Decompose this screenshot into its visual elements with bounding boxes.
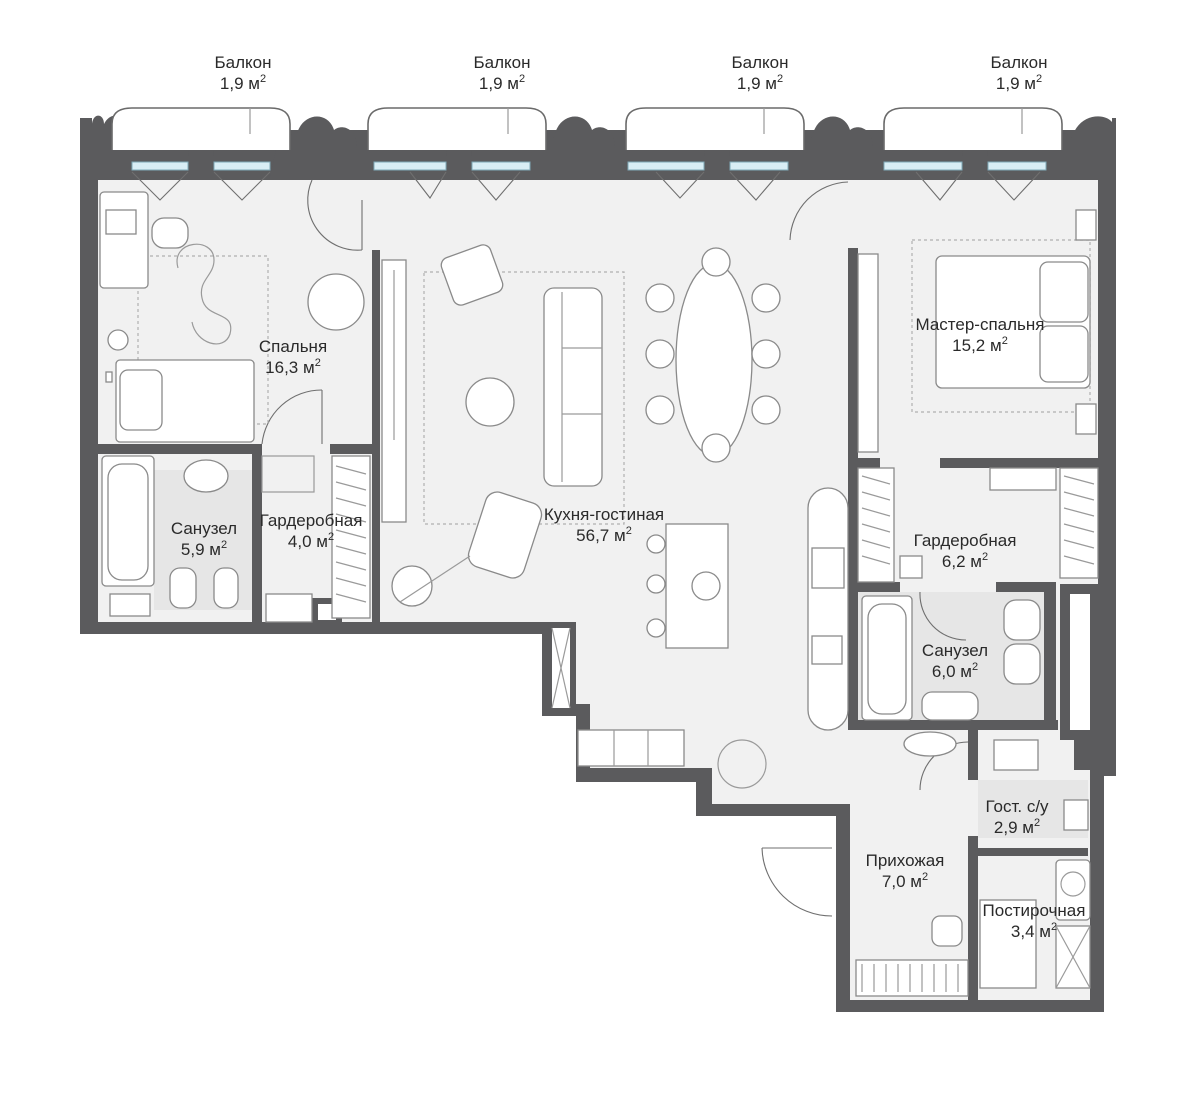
bedroom-furniture <box>99 191 365 443</box>
room-label-bathroom-left: Санузел 5,9 м2 <box>170 519 238 559</box>
room-label-laundry: Постирочная 3,4 м2 <box>982 901 1086 941</box>
room-label-master-bedroom: Мастер-спальня 15,2 м2 <box>915 315 1045 355</box>
guest-wc-and-laundry <box>979 739 1091 989</box>
doors <box>131 171 1041 917</box>
right-bathroom-fixtures <box>861 595 1041 757</box>
right-wardrobe <box>857 467 1099 583</box>
room-label-guest-wc: Гост. с/у 2,9 м2 <box>985 797 1049 837</box>
left-bathroom-fixtures <box>101 455 315 623</box>
master-bedroom-furniture <box>857 209 1097 453</box>
room-label-kitchen-living: Кухня-гостиная 56,7 м2 <box>543 505 665 545</box>
left-wardrobe-hangers <box>331 455 371 619</box>
balcony-label-2: Балкон 1,9 м2 <box>473 53 531 93</box>
room-label-wardrobe-right: Гардеробная 6,2 м2 <box>913 531 1017 571</box>
living-room-furniture <box>381 244 849 789</box>
hallway-furniture <box>855 915 969 997</box>
balcony-label-1: Балкон 1,9 м2 <box>214 53 272 93</box>
balconies <box>111 107 1063 150</box>
windows <box>131 161 1047 171</box>
shaft <box>1070 594 1090 730</box>
interior-walls <box>98 248 1098 1000</box>
room-label-hallway: Прихожая 7,0 м2 <box>865 851 945 891</box>
facade-pilasters <box>91 115 1112 176</box>
balcony-label-4: Балкон 1,9 м2 <box>990 53 1048 93</box>
room-label-bathroom-right: Санузел 6,0 м2 <box>921 641 989 681</box>
room-label-bedroom: Спальня 16,3 м2 <box>258 337 328 377</box>
balcony-label-3: Балкон 1,9 м2 <box>731 53 789 93</box>
room-label-wardrobe-left: Гардеробная 4,0 м2 <box>259 511 363 551</box>
